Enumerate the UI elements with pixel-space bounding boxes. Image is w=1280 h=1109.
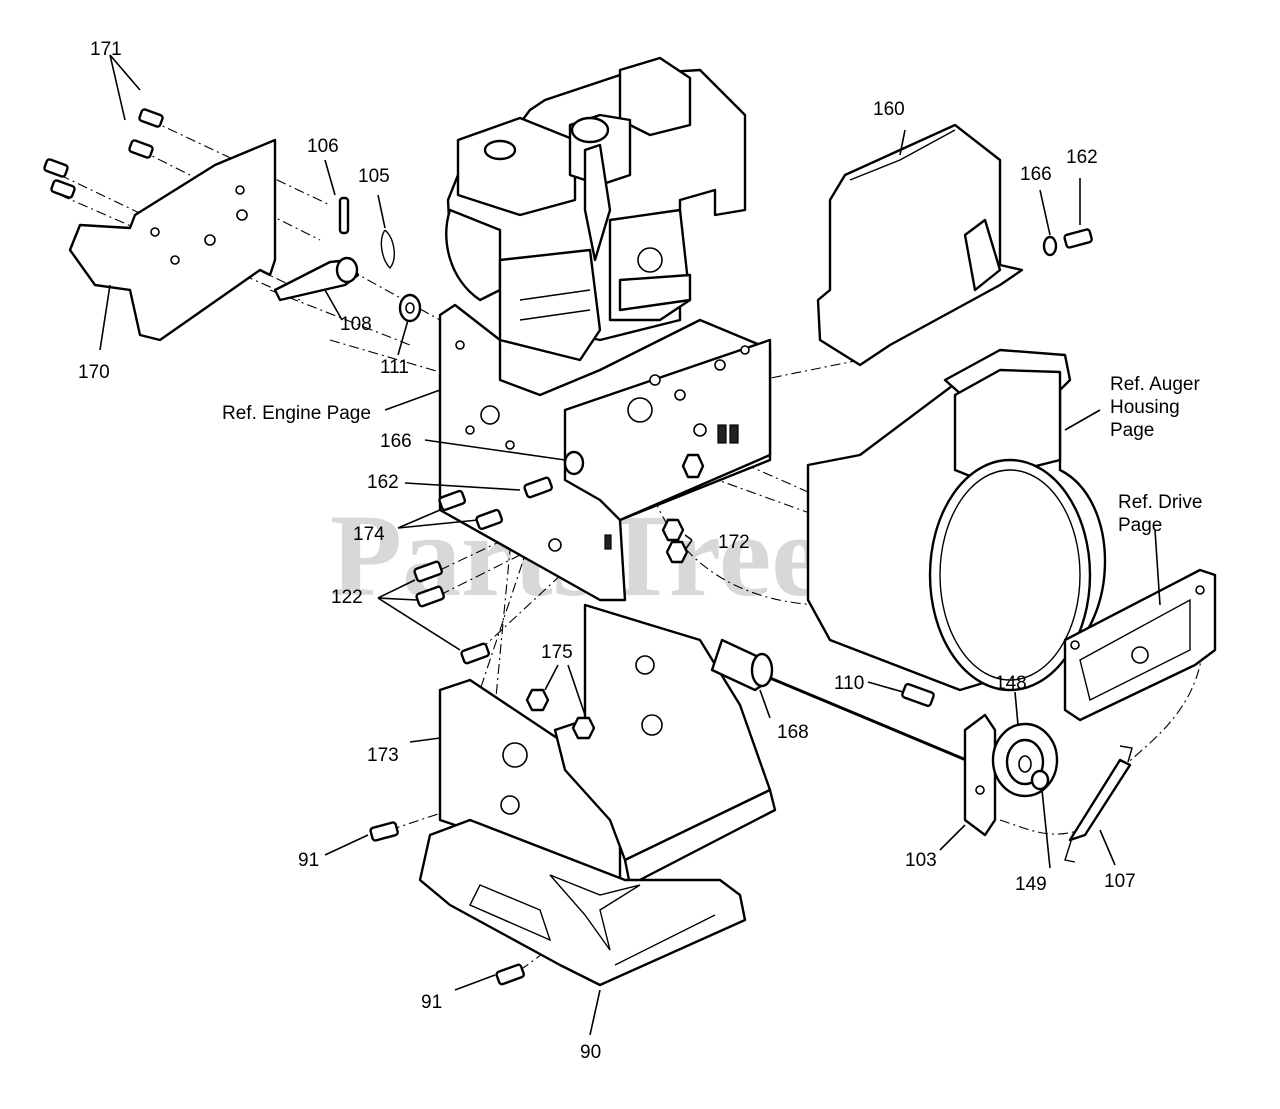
bolt-91-lower	[495, 963, 525, 986]
ref-drive-line1: Ref. Drive	[1118, 492, 1202, 513]
ref-auger-line3: Page	[1110, 420, 1154, 441]
callout-108: 108	[340, 314, 372, 335]
callout-149: 149	[1015, 874, 1047, 895]
nut-175b	[571, 716, 596, 740]
base-plate-90	[418, 818, 747, 987]
leader-lines	[99, 54, 1161, 1036]
bracket-170	[68, 138, 277, 342]
callout-174: 174	[353, 524, 385, 545]
nut-149	[1030, 769, 1050, 791]
callout-122: 122	[331, 587, 363, 608]
axle	[769, 676, 991, 772]
bolt-91-upper	[369, 821, 399, 842]
spring-107	[1068, 758, 1132, 842]
clip-105	[380, 229, 396, 270]
ref-auger-line2: Housing	[1110, 397, 1180, 418]
callout-166-left: 166	[380, 431, 412, 452]
callout-166-right: 166	[1020, 164, 1052, 185]
chute-cover-160	[816, 123, 1024, 367]
bolt-110	[901, 682, 935, 708]
engine-mount-plate	[438, 303, 772, 602]
ref-engine-page: Ref. Engine Page	[222, 403, 371, 424]
auger-housing	[806, 348, 1107, 692]
callout-107: 107	[1104, 871, 1136, 892]
callout-170: 170	[78, 362, 110, 383]
ref-auger-line1: Ref. Auger	[1110, 374, 1200, 395]
callout-90: 90	[580, 1042, 601, 1063]
callout-111: 111	[380, 357, 409, 378]
washer-166-right	[1042, 235, 1058, 257]
callout-91-upper: 91	[298, 850, 319, 871]
callout-160: 160	[873, 99, 905, 120]
callout-168: 168	[777, 722, 809, 743]
bolt-122-group	[413, 560, 490, 665]
bolt-162-left	[523, 476, 553, 499]
bolt-174-group	[438, 489, 504, 531]
callout-162-right: 162	[1066, 147, 1098, 168]
callout-91-lower: 91	[421, 992, 442, 1013]
callout-148: 148	[995, 673, 1027, 694]
callout-162-left: 162	[367, 472, 399, 493]
washer-166-left	[563, 450, 585, 476]
callout-106: 106	[307, 136, 339, 157]
pin-106	[338, 196, 350, 235]
bracket-103	[963, 713, 997, 837]
callout-103: 103	[905, 850, 937, 871]
bushing-108	[335, 256, 359, 284]
callout-173: 173	[367, 745, 399, 766]
bolt-162-right	[1063, 228, 1093, 249]
bolt-171-group	[43, 108, 164, 199]
nut-172-group	[661, 453, 705, 564]
callout-105: 105	[358, 166, 390, 187]
engine	[445, 56, 747, 362]
callout-172: 172	[718, 532, 750, 553]
ref-drive-line2: Page	[1118, 515, 1162, 536]
bracket-170-holes	[150, 185, 248, 265]
callout-110: 110	[834, 673, 864, 694]
callout-175: 175	[541, 642, 573, 663]
callout-171: 171	[90, 39, 122, 60]
nut-175a	[525, 688, 550, 712]
